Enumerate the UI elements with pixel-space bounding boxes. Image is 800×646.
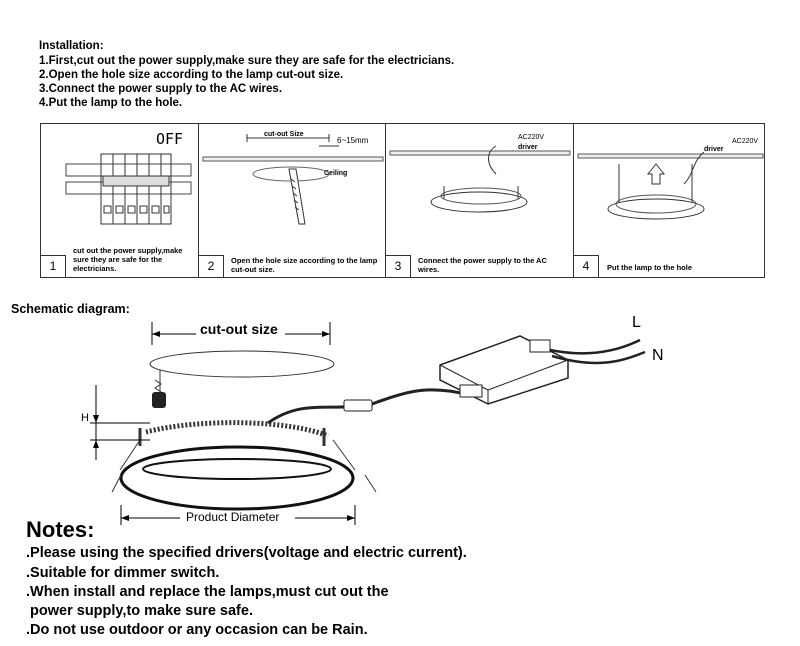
driver-label-4: driver xyxy=(704,146,724,153)
notes-title: Notes: xyxy=(26,517,95,542)
ac-voltage-label-3: AC220V xyxy=(518,134,545,141)
height-dimension-label: H xyxy=(81,412,89,424)
installation-title: Installation: xyxy=(39,40,104,52)
cutout-size-label: cut-out Size xyxy=(264,131,304,138)
step-number-2: 2 xyxy=(199,255,224,277)
ac-voltage-label-4: AC220V xyxy=(732,138,759,145)
step-caption-2: Open the hole size according to the lamp… xyxy=(231,256,378,274)
thickness-label: 6~15mm xyxy=(337,136,369,145)
schematic-title: Schematic diagram: xyxy=(11,302,130,316)
step-caption-3: Connect the power supply to the AC wires… xyxy=(418,256,547,274)
installation-step-4: 4.Put the lamp to the hole. xyxy=(39,97,183,109)
note-line-1: .Please using the specified drivers(volt… xyxy=(26,545,467,561)
wiring-illustration xyxy=(389,145,571,213)
step-panel-2: cut-out Size 6~15mm Ceiling 2 Open the h… xyxy=(199,124,386,277)
driver-label-3: driver xyxy=(518,144,538,151)
live-wire-label: L xyxy=(632,314,641,331)
step-caption-1: cut out the power supply,make sure they … xyxy=(73,246,183,273)
step-number-4: 4 xyxy=(574,255,599,277)
note-line-2: .Suitable for dimmer switch. xyxy=(26,565,220,581)
note-line-5: .Do not use outdoor or any occasion can … xyxy=(26,622,368,638)
neutral-wire-label: N xyxy=(652,347,664,364)
product-diameter-label: Product Diameter xyxy=(186,510,280,524)
note-line-3: .When install and replace the lamps,must… xyxy=(26,584,389,600)
ceiling-label: Ceiling xyxy=(324,170,348,177)
note-line-4: power supply,to make sure safe. xyxy=(26,603,253,619)
installation-step-2: 2.Open the hole size according to the la… xyxy=(39,69,344,81)
step-number-3: 3 xyxy=(386,255,411,277)
breaker-icon xyxy=(65,153,192,225)
step-panel-4: AC220V driver 4 Put the lamp to the hole xyxy=(574,124,766,277)
installation-steps-panel: OFF 1 cut out the power supply,make sure… xyxy=(40,123,765,278)
off-label: OFF xyxy=(156,130,184,148)
installation-step-1: 1.First,cut out the power supply,make su… xyxy=(39,55,455,67)
saw-cut-illustration xyxy=(202,134,384,225)
step-panel-3: AC220V driver 3 Connect the power supply… xyxy=(386,124,574,277)
step-caption-4: Put the lamp to the hole xyxy=(607,263,693,272)
cutout-size-dimension-label: cut-out size xyxy=(200,321,278,337)
step-number-1: 1 xyxy=(41,255,66,277)
installation-step-3: 3.Connect the power supply to the AC wir… xyxy=(39,83,283,95)
insert-lamp-illustration xyxy=(577,151,764,220)
step-panel-1: OFF 1 cut out the power supply,make sure… xyxy=(41,124,199,277)
